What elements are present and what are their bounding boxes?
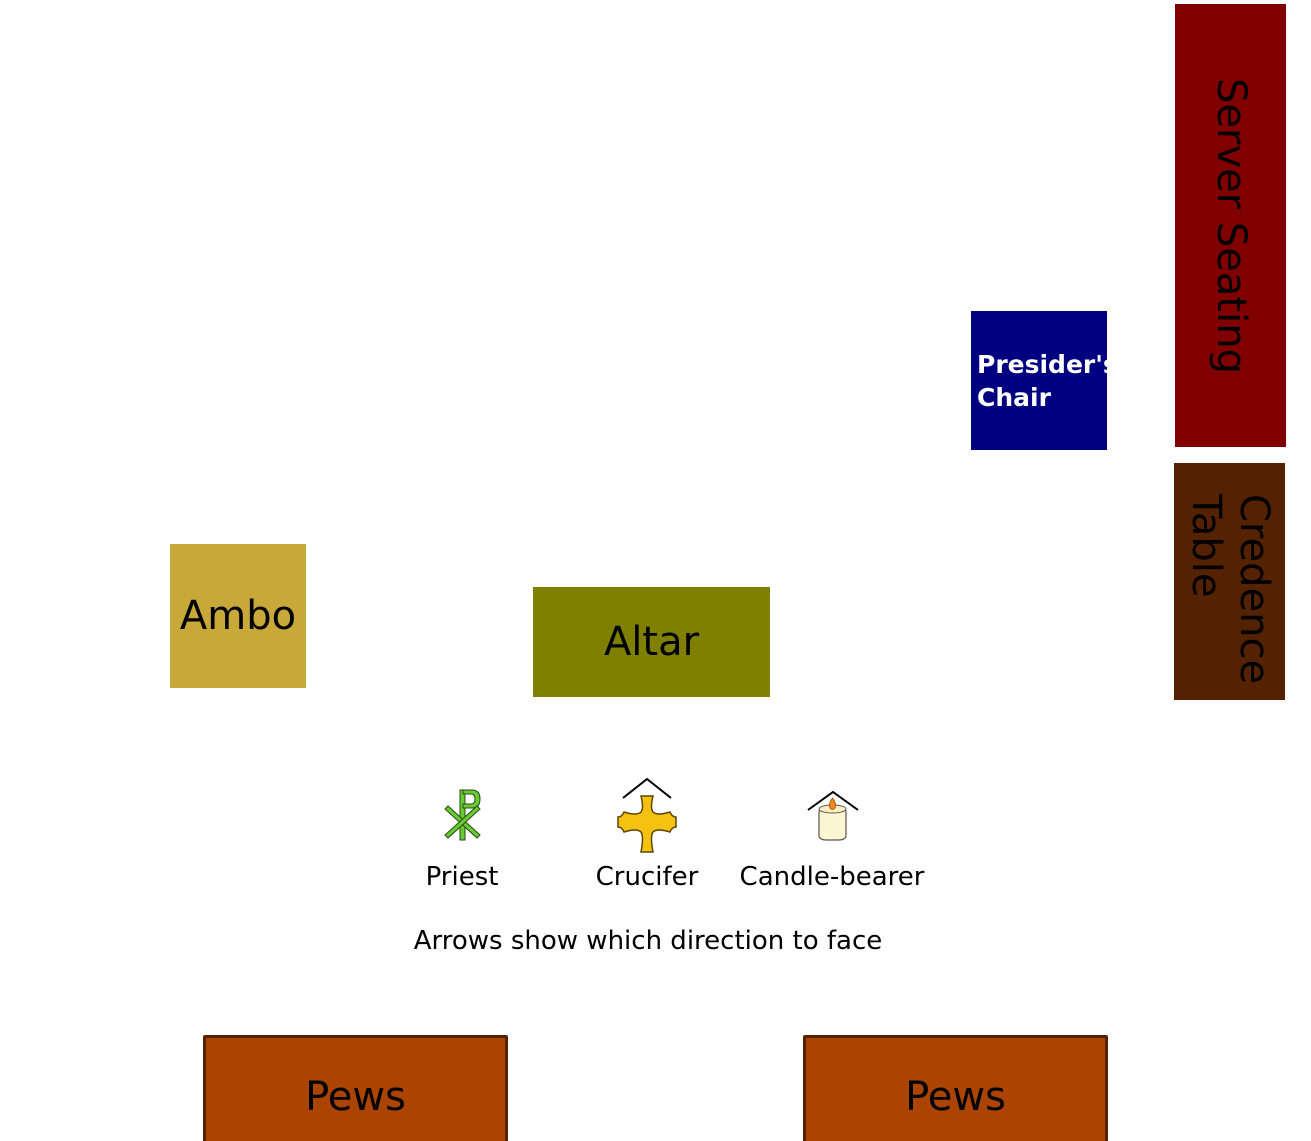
pews-right-block: Pews [803, 1035, 1108, 1141]
altar-block: Altar [533, 587, 770, 697]
ambo-label: Ambo [179, 593, 297, 639]
cross-icon [617, 777, 677, 853]
ambo-block: Ambo [170, 544, 306, 688]
chi-rho-icon [444, 789, 481, 841]
altar-label: Altar [603, 619, 700, 665]
server-seating-label: Server Seating [1207, 77, 1254, 374]
pews-left-label: Pews [305, 1074, 406, 1120]
pews-right-label: Pews [905, 1074, 1006, 1120]
legend-crucifer-label: Crucifer [595, 862, 699, 892]
legend-priest-label: Priest [425, 862, 499, 892]
credence-table-label: Credence Table [1182, 493, 1277, 684]
pews-left-block: Pews [203, 1035, 508, 1141]
candle-icon [807, 790, 859, 841]
presiders-chair-label: Presider's Chair [977, 349, 1118, 412]
server-seating-block: Server Seating [1175, 4, 1286, 447]
credence-table-block: Credence Table [1174, 463, 1285, 700]
legend-candle-bearer-label: Candle-bearer [739, 862, 925, 892]
legend-note: Arrows show which direction to face [413, 926, 883, 956]
presiders-chair-block: Presider's Chair [971, 311, 1118, 450]
